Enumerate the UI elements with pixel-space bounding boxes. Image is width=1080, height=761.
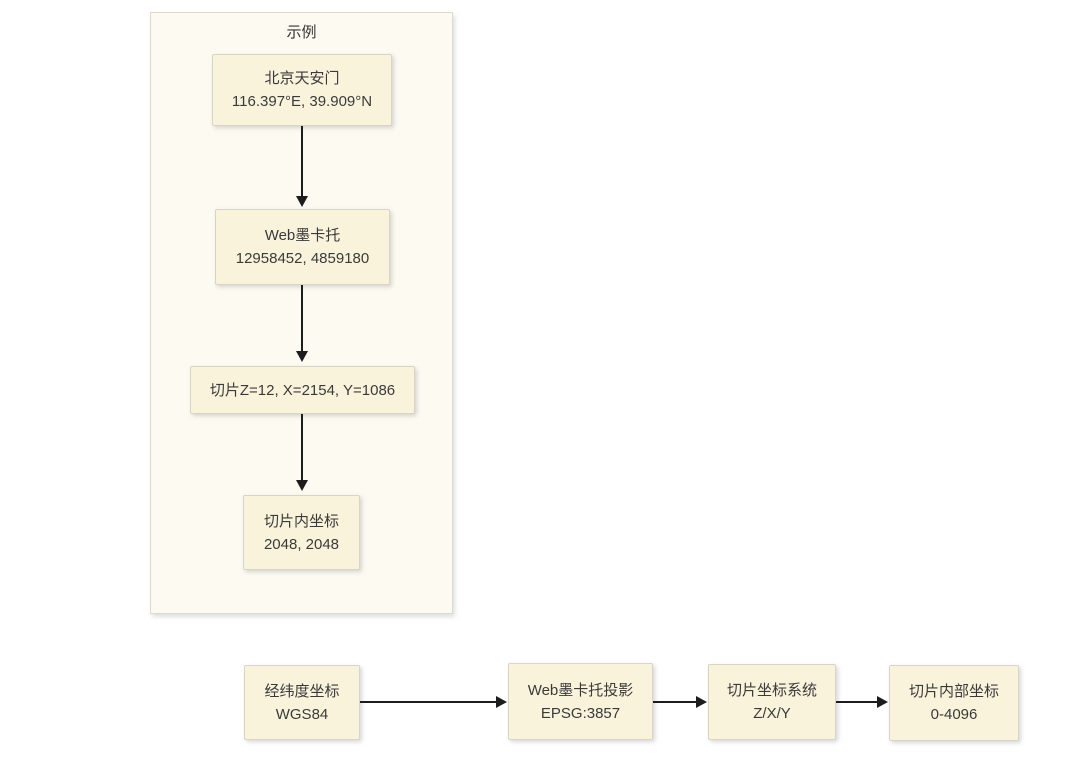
- node-value: 12958452, 4859180: [235, 250, 370, 267]
- node-label: Web墨卡托投影: [527, 681, 634, 699]
- node-label: 切片坐标系统: [726, 682, 817, 699]
- node-value: 0-4096: [930, 706, 978, 723]
- node-web-mercator-projection: Web墨卡托投影 EPSG:3857: [508, 663, 653, 740]
- node-value: 2048, 2048: [263, 535, 340, 553]
- arrow-right-1: [360, 696, 507, 708]
- node-value: WGS84: [275, 705, 329, 723]
- node-value: 116.397°E, 39.909°N: [231, 93, 373, 110]
- node-label: 北京天安门: [264, 70, 340, 87]
- node-label: 切片Z=12, X=2154, Y=1086: [209, 381, 396, 399]
- node-tile-internal-coordinate: 切片内部坐标 0-4096: [889, 665, 1019, 741]
- subgraph-title: 示例: [286, 24, 317, 41]
- node-label: 切片内部坐标: [908, 683, 999, 700]
- node-label: 经纬度坐标: [264, 682, 340, 700]
- arrow-down-3: [296, 414, 308, 491]
- arrow-down-2: [296, 285, 308, 362]
- arrow-right-3: [836, 696, 888, 708]
- node-label: 切片内坐标: [263, 512, 339, 530]
- node-value: Z/X/Y: [753, 705, 791, 722]
- arrow-right-2: [653, 696, 707, 708]
- arrow-down-1: [296, 126, 308, 207]
- node-in-tile-coordinate-value: 切片内坐标 2048, 2048: [243, 495, 360, 570]
- node-tile-coordinate-system: 切片坐标系统 Z/X/Y: [708, 664, 836, 740]
- node-label: Web墨卡托: [264, 227, 341, 244]
- node-web-mercator-value: Web墨卡托 12958452, 4859180: [215, 209, 390, 285]
- node-latlon-coordinate: 经纬度坐标 WGS84: [244, 665, 360, 740]
- node-beijing-tiananmen: 北京天安门 116.397°E, 39.909°N: [212, 54, 392, 126]
- node-value: EPSG:3857: [540, 704, 621, 722]
- node-tile-zxy-value: 切片Z=12, X=2154, Y=1086: [190, 366, 415, 414]
